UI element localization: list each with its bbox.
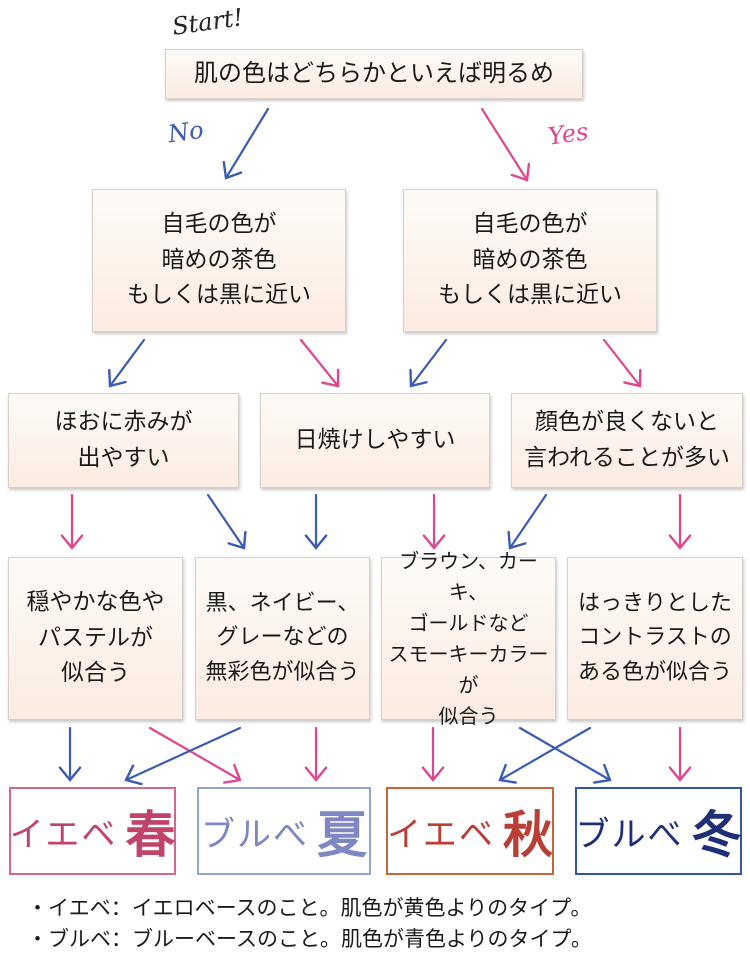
- arrow-no-left: [108, 338, 146, 388]
- advice-text: はっきりとした コントラストの ある色が似合う: [577, 591, 732, 685]
- result-winter: ブルべ 冬: [575, 787, 742, 875]
- result-spring: イエベ 春: [9, 787, 176, 875]
- question-text: 自毛の色が 暗めの茶色 もしくは黒に近い: [438, 211, 622, 309]
- question-text: 肌の色はどちらかといえば明るめ: [194, 59, 554, 88]
- arrow-achromatic-spring-cross: [124, 726, 242, 786]
- arrow-pale-no: [507, 493, 548, 550]
- question-tans-easily: 日焼けしやすい: [260, 393, 490, 488]
- result-autumn: イエベ 秋: [386, 787, 554, 875]
- note-yellow-base: ・イエベ：イエロベースのこと。肌色が黄色よりのタイプ。: [27, 896, 592, 920]
- question-pale-complexion: 顔色が良くないと 言われることが多い: [511, 393, 743, 488]
- question-skin-brightness: 肌の色はどちらかといえば明るめ: [165, 49, 583, 99]
- arrow-cheeks-no: [206, 493, 247, 550]
- result-prefix: イエベ: [387, 814, 495, 855]
- advice-text: 黒、ネイビー、 グレーなどの 無彩色が似合う: [205, 591, 360, 685]
- question-hair-color-right: 自毛の色が 暗めの茶色 もしくは黒に近い: [403, 189, 657, 332]
- result-season: 冬: [691, 806, 742, 864]
- advice-text: 穏やかな色や パステルが 似合う: [26, 589, 165, 687]
- advice-achromatic: 黒、ネイビー、 グレーなどの 無彩色が似合う: [195, 557, 370, 720]
- arrow-no-top: [222, 107, 270, 180]
- result-season: 夏: [317, 806, 367, 864]
- arrow-achromatic-summer: [304, 726, 328, 782]
- result-prefix: イエベ: [9, 814, 118, 855]
- result-prefix: ブルべ: [575, 814, 684, 855]
- advice-smoky: ブラウン、カーキ、 ゴールドなど スモーキーカラーが 似合う: [381, 549, 556, 728]
- arrow-achromatic-summer-cross: [148, 726, 242, 784]
- question-hair-color-left: 自毛の色が 暗めの茶色 もしくは黒に近い: [92, 189, 346, 332]
- result-prefix: ブルべ: [201, 814, 309, 855]
- arrow-pale-yes: [668, 493, 692, 550]
- result-season: 秋: [502, 806, 553, 864]
- question-text: 顔色が良くないと 言われることが多い: [524, 408, 730, 471]
- arrow-tan-no: [304, 493, 328, 550]
- advice-text: ブラウン、カーキ、 ゴールドなど スモーキーカラーが 似合う: [388, 548, 549, 728]
- arrow-yes-right: [602, 338, 642, 388]
- advice-pastel: 穏やかな色や パステルが 似合う: [8, 557, 183, 720]
- result-summer: ブルべ 夏: [197, 787, 371, 875]
- arrow-contrast-autumn-cross: [498, 726, 592, 784]
- arrow-contrast-winter: [668, 726, 692, 782]
- arrow-yes-left: [299, 338, 340, 388]
- arrow-smoky-autumn: [421, 726, 445, 782]
- question-text: 自毛の色が 暗めの茶色 もしくは黒に近い: [127, 211, 311, 309]
- result-season: 春: [125, 806, 176, 864]
- arrow-tan-yes: [422, 493, 446, 550]
- note-blue-base: ・ブルベ：ブルーベースのこと。肌色が青色よりのタイプ。: [27, 927, 592, 951]
- advice-contrast: はっきりとした コントラストの ある色が似合う: [567, 557, 743, 720]
- arrow-yes-top: [480, 107, 531, 182]
- arrow-no-right: [409, 338, 448, 388]
- arrow-cheeks-yes: [60, 493, 84, 550]
- arrow-smoky-winter-cross: [518, 726, 612, 784]
- question-text: 日焼けしやすい: [294, 426, 456, 453]
- arrow-pastel-spring: [58, 726, 82, 782]
- question-text: ほおに赤みが 出やすい: [54, 408, 193, 471]
- question-red-cheeks: ほおに赤みが 出やすい: [8, 393, 239, 488]
